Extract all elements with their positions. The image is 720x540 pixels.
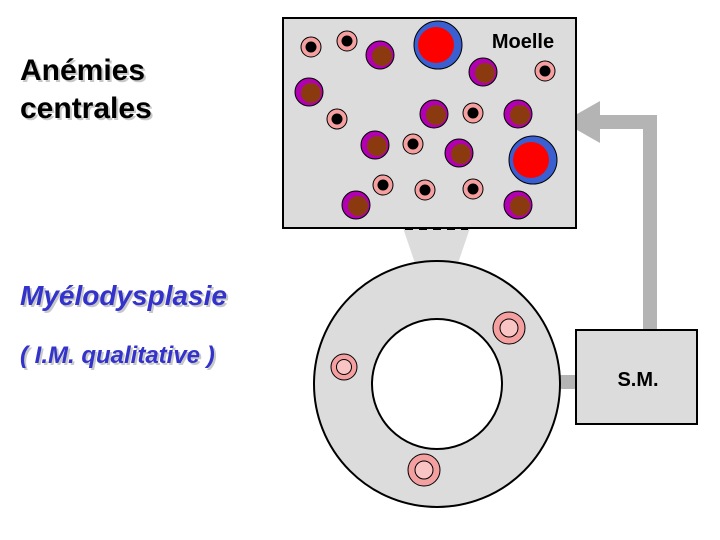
cell-large-red [413, 20, 463, 70]
sm-box [575, 329, 698, 425]
funnel [403, 228, 470, 272]
cell-pink-nucleus [336, 30, 358, 52]
cell-purple-nucleus [503, 99, 533, 129]
cell-purple-nucleus [294, 77, 324, 107]
cell-purple-nucleus [360, 130, 390, 160]
cell-pink-nucleus [372, 174, 394, 196]
cell-pink-nucleus [462, 178, 484, 200]
cell-pink-nucleus [326, 108, 348, 130]
cell-pink-nucleus [300, 36, 322, 58]
cell-purple-nucleus [341, 190, 371, 220]
cell-purple-nucleus [444, 138, 474, 168]
arrow-head [563, 101, 600, 143]
cell-purple-nucleus [419, 99, 449, 129]
subtitle: Myélodysplasie [20, 280, 227, 311]
cell-purple-nucleus [365, 40, 395, 70]
cell-pink-nucleus [414, 179, 436, 201]
cell-purple-nucleus [503, 190, 533, 220]
cell-pink-nucleus [534, 60, 556, 82]
cell-pink-nucleus [402, 133, 424, 155]
cell-large-red [508, 135, 558, 185]
circulating-cell [407, 453, 441, 487]
cell-pink-nucleus [462, 102, 484, 124]
title: Anémies centrales [20, 52, 152, 128]
cell-purple-nucleus [468, 57, 498, 87]
subnote: ( I.M. qualitative ) [20, 342, 215, 369]
title-line-2: centrales [20, 92, 152, 125]
title-line-1: Anémies [20, 54, 146, 87]
circulating-cell [492, 311, 526, 345]
marrow-label: Moelle [492, 31, 554, 53]
circulating-cell [330, 353, 358, 381]
marrow-cells [294, 20, 558, 220]
sm-label: S.M. [617, 369, 658, 391]
arrow-shaft [590, 115, 657, 330]
